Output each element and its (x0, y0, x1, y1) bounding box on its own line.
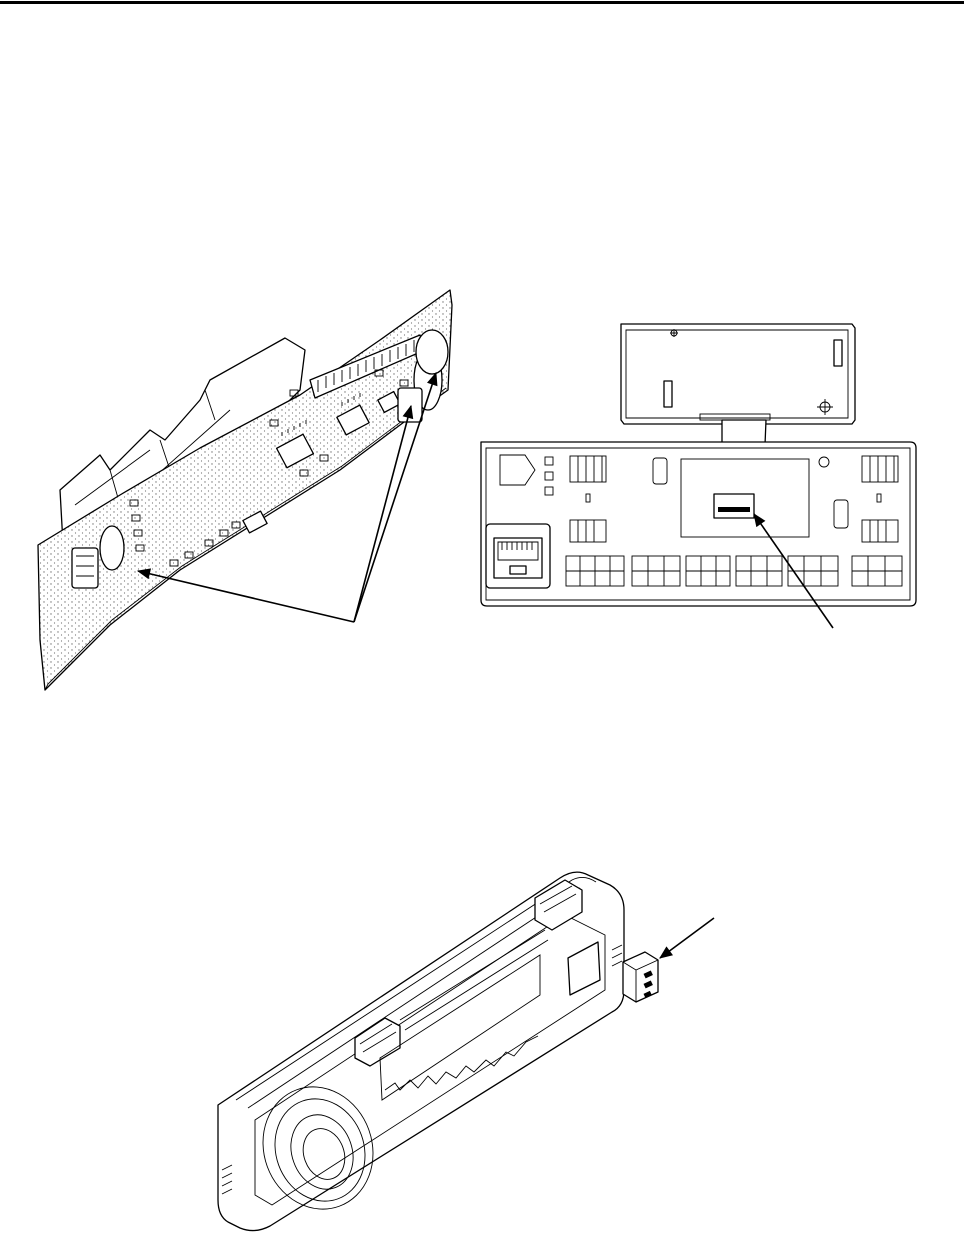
front-housing-drawing (218, 872, 624, 1230)
keypad-plug-callout (660, 918, 714, 958)
keypad-plug-drawing (623, 952, 658, 1002)
display-flex-chassis-drawing (481, 324, 916, 606)
circuit-board-drawing (38, 290, 452, 690)
